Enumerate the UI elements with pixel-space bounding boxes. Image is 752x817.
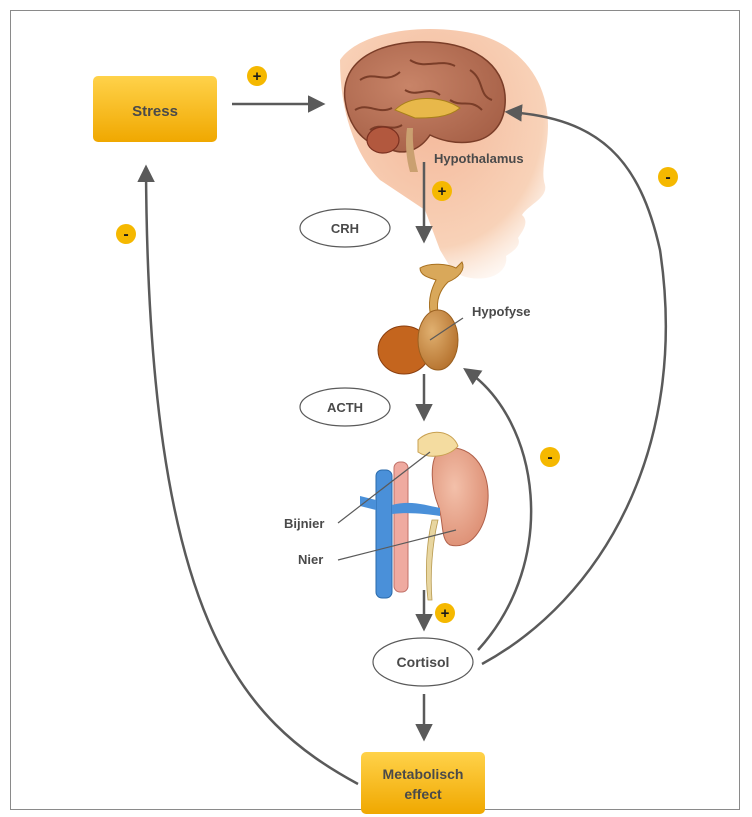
metabolic-label-line2: effect xyxy=(404,786,442,802)
plus-badge-hypothalamus: + xyxy=(432,181,452,201)
minus-badge-stress-feedback: - xyxy=(116,224,136,244)
metabolic-label-line1: Metabolisch xyxy=(383,766,464,782)
plus-badge-adrenal: + xyxy=(435,603,455,623)
cortisol-label: Cortisol xyxy=(397,654,450,670)
pituitary-illustration xyxy=(378,262,463,374)
crh-node: CRH xyxy=(300,209,390,247)
svg-text:+: + xyxy=(441,605,450,622)
cortisol-node: Cortisol xyxy=(373,638,473,686)
acth-node: ACTH xyxy=(300,388,390,426)
svg-text:-: - xyxy=(123,226,128,243)
stress-box: Stress xyxy=(93,76,217,142)
minus-badge-pituitary-feedback: - xyxy=(540,447,560,467)
hypofyse-label: Hypofyse xyxy=(472,304,531,319)
svg-text:-: - xyxy=(665,169,670,186)
stress-label: Stress xyxy=(132,103,178,120)
hypothalamus-label: Hypothalamus xyxy=(434,151,524,166)
feedback-arrow-to-stress xyxy=(146,168,358,784)
svg-text:-: - xyxy=(547,449,552,466)
acth-label: ACTH xyxy=(327,400,363,415)
svg-text:+: + xyxy=(438,183,447,200)
minus-badge-brain-feedback: - xyxy=(658,167,678,187)
bijnier-label: Bijnier xyxy=(284,516,324,531)
nier-label: Nier xyxy=(298,552,323,567)
plus-badge-stress: + xyxy=(247,66,267,86)
svg-text:+: + xyxy=(253,68,262,85)
crh-label: CRH xyxy=(331,221,359,236)
adrenal-kidney-illustration xyxy=(360,432,488,600)
metabolic-effect-box: Metabolisch effect xyxy=(361,752,485,814)
